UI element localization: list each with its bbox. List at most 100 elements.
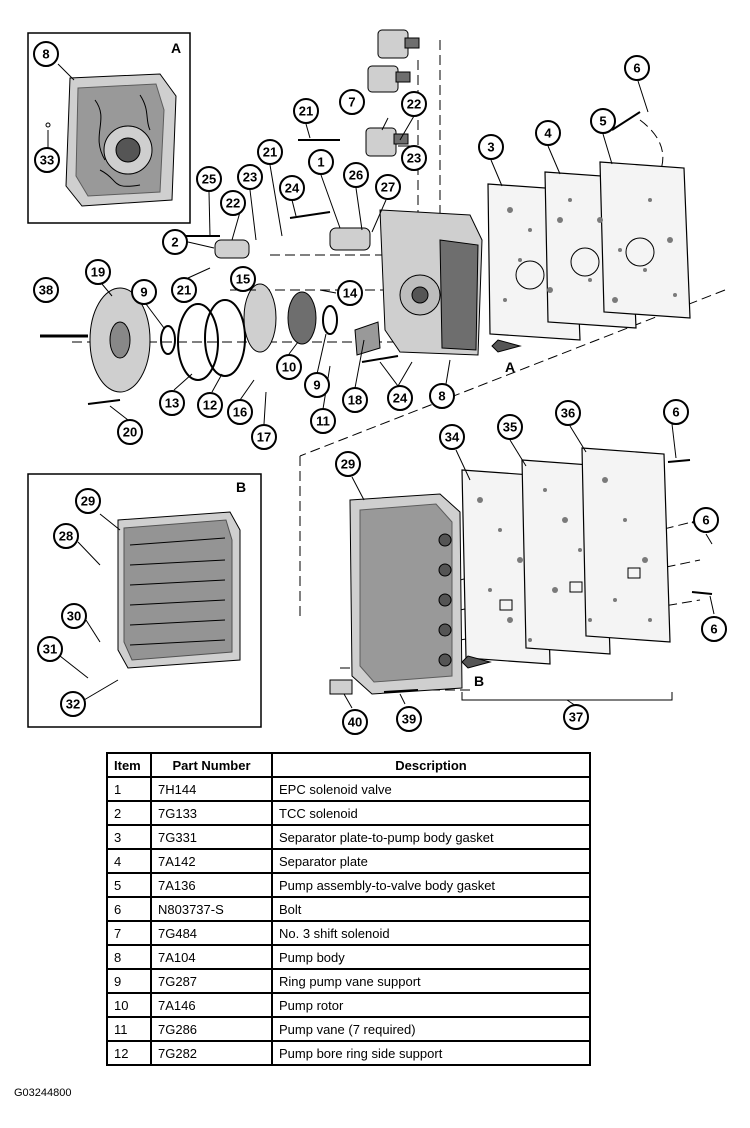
- svg-text:31: 31: [43, 642, 57, 657]
- callout-bubble: 7: [339, 89, 365, 115]
- callout-bubble: 3: [478, 134, 504, 160]
- arrow-a: A: [491, 339, 522, 375]
- svg-text:1: 1: [317, 155, 324, 170]
- callout-bubble: 29: [75, 488, 101, 514]
- cell-part-number: 7A146: [150, 992, 273, 1018]
- svg-text:26: 26: [349, 168, 363, 183]
- svg-text:12: 12: [203, 398, 217, 413]
- svg-text:33: 33: [40, 153, 54, 168]
- svg-text:18: 18: [348, 393, 362, 408]
- callout-bubble: 30: [61, 603, 87, 629]
- valve-body: [349, 493, 463, 695]
- cell-part-number: 7G331: [150, 824, 273, 850]
- callout-bubble: 19: [85, 259, 111, 285]
- svg-text:37: 37: [569, 710, 583, 725]
- svg-text:16: 16: [233, 405, 247, 420]
- cell-item: 6: [106, 896, 152, 922]
- callout-bubble: 38: [33, 277, 59, 303]
- cell-description: Ring pump vane support: [271, 968, 591, 994]
- callout-bubble: 34: [439, 424, 465, 450]
- svg-text:14: 14: [343, 286, 358, 301]
- callout-bubble: 32: [60, 691, 86, 717]
- callout-bubble: 24: [387, 385, 413, 411]
- svg-text:6: 6: [672, 405, 679, 420]
- svg-text:8: 8: [438, 389, 445, 404]
- svg-text:23: 23: [407, 151, 421, 166]
- svg-text:23: 23: [243, 170, 257, 185]
- cell-item: 7: [106, 920, 152, 946]
- callout-bubble: 14: [337, 280, 363, 306]
- svg-text:3: 3: [487, 140, 494, 155]
- callout-bubble: 37: [563, 704, 589, 730]
- arrow-b: B: [461, 655, 492, 689]
- callout-bubble: 23: [237, 164, 263, 190]
- valve-body-back-drawing: [117, 511, 241, 669]
- svg-text:25: 25: [202, 172, 216, 187]
- callout-bubble: 8: [33, 41, 59, 67]
- callout-bubble: 5: [590, 108, 616, 134]
- callout-bubble: 35: [497, 414, 523, 440]
- svg-text:28: 28: [59, 529, 73, 544]
- svg-text:13: 13: [165, 396, 179, 411]
- cell-item: 1: [106, 776, 152, 802]
- callout-bubble: 6: [663, 399, 689, 425]
- exploded-view-diagram: A B: [27, 29, 727, 735]
- cell-part-number: N803737-S: [150, 896, 273, 922]
- callout-bubble: 22: [401, 91, 427, 117]
- callout-bubble: 21: [171, 277, 197, 303]
- callout-bubble: 40: [342, 709, 368, 735]
- callout-bubble: 1: [308, 149, 334, 175]
- cell-description: Separator plate: [271, 848, 591, 874]
- cell-item: 10: [106, 992, 152, 1018]
- callout-bubble: 16: [227, 399, 253, 425]
- inset-view-a: A: [27, 32, 191, 224]
- cell-description: TCC solenoid: [271, 800, 591, 826]
- callout-bubble: 24: [279, 175, 305, 201]
- svg-text:29: 29: [81, 494, 95, 509]
- cell-part-number: 7G287: [150, 968, 273, 994]
- inset-b-letter: B: [236, 479, 246, 495]
- svg-text:27: 27: [381, 180, 395, 195]
- callout-bubble: 20: [117, 419, 143, 445]
- callout-bubble: 23: [401, 145, 427, 171]
- svg-text:11: 11: [316, 414, 330, 429]
- callout-bubbles: 8 33 6 21 7 22 23 3 4 5 25 21 23 1 26 27…: [33, 41, 727, 735]
- cell-description: Separator plate-to-pump body gasket: [271, 824, 591, 850]
- svg-text:2: 2: [171, 235, 178, 250]
- callout-bubble: 15: [230, 266, 256, 292]
- separator-plates-upper: [487, 161, 691, 341]
- column-header-part-number: Part Number: [150, 752, 273, 778]
- svg-text:6: 6: [633, 61, 640, 76]
- cell-description: Pump rotor: [271, 992, 591, 1018]
- callout-bubble: 17: [251, 424, 277, 450]
- svg-text:39: 39: [402, 712, 416, 727]
- cell-description: Bolt: [271, 896, 591, 922]
- inset-a-letter: A: [171, 40, 181, 56]
- svg-text:17: 17: [257, 430, 271, 445]
- svg-text:8: 8: [42, 47, 49, 62]
- cell-item: 11: [106, 1016, 152, 1042]
- cell-item: 8: [106, 944, 152, 970]
- svg-text:35: 35: [503, 420, 517, 435]
- svg-text:24: 24: [393, 391, 408, 406]
- cell-item: 2: [106, 800, 152, 826]
- callout-bubble: 9: [304, 372, 330, 398]
- bracket-37: [461, 692, 673, 707]
- svg-text:9: 9: [313, 378, 320, 393]
- pump-internals: [40, 111, 641, 405]
- column-header-item: Item: [106, 752, 152, 778]
- cell-item: 5: [106, 872, 152, 898]
- callout-bubble: 4: [535, 120, 561, 146]
- svg-text:21: 21: [177, 283, 191, 298]
- svg-text:34: 34: [445, 430, 460, 445]
- callout-bubble: 28: [53, 523, 79, 549]
- svg-text:10: 10: [282, 360, 296, 375]
